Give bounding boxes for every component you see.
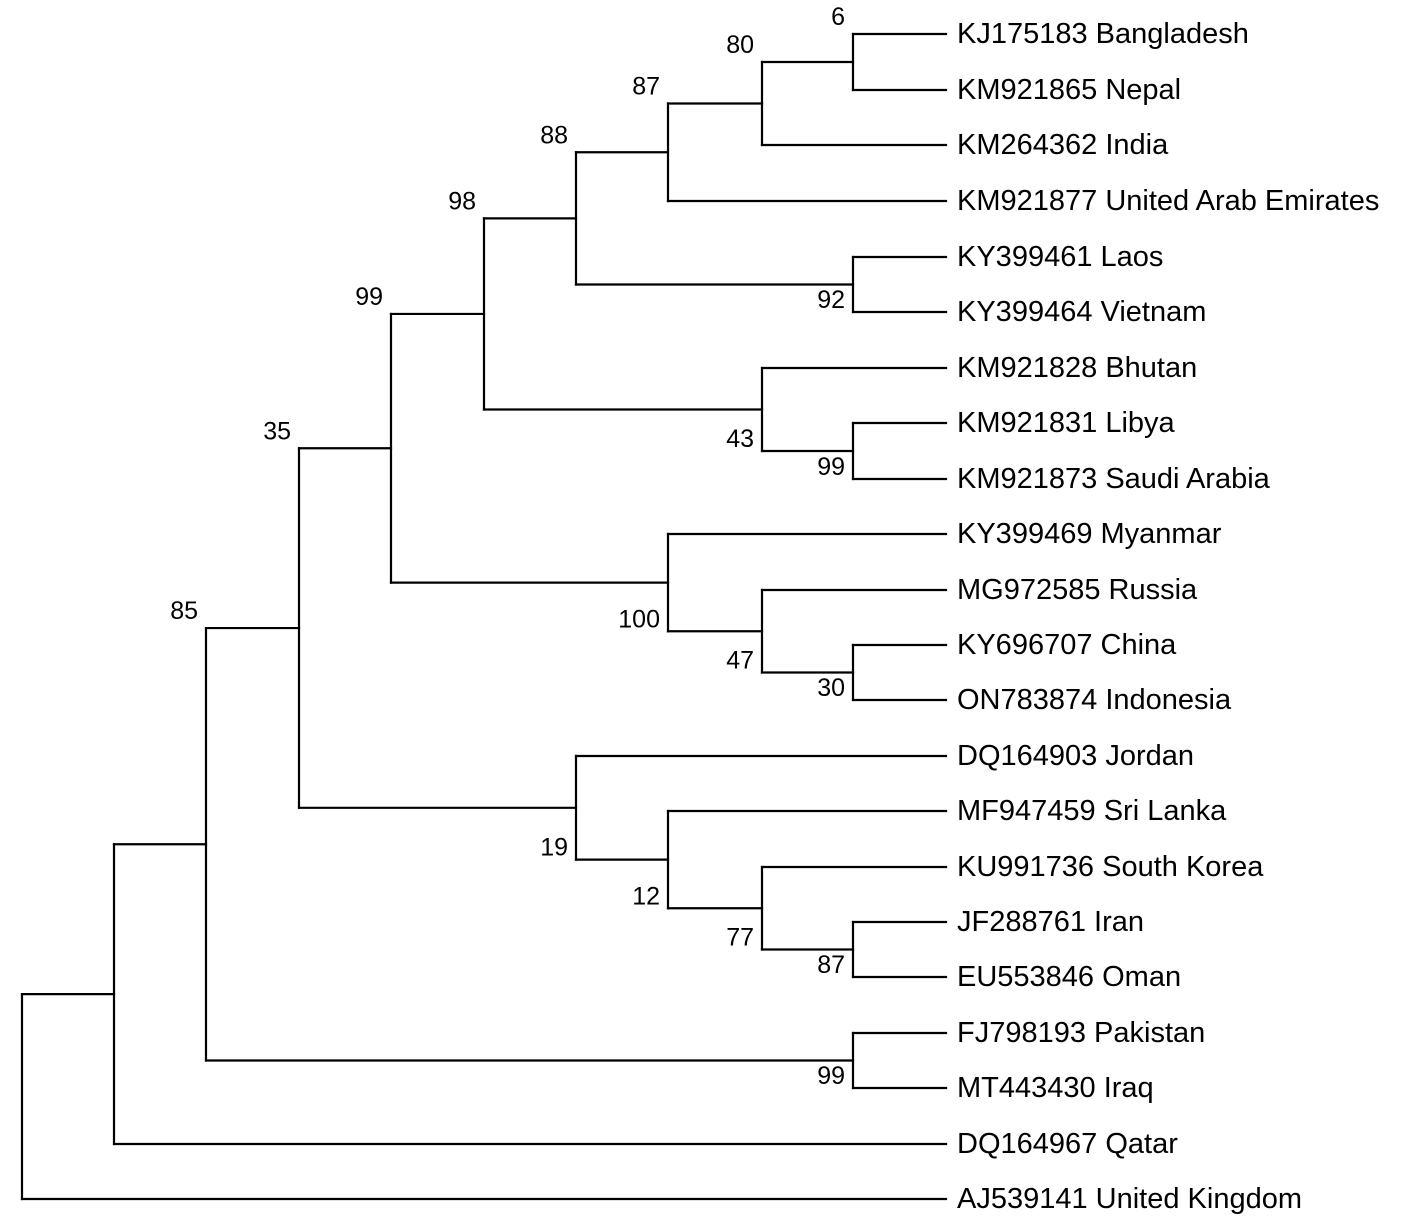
leaf-label-russia: MG972585 Russia [957, 574, 1198, 606]
leaf-label-libya: KM921831 Libya [957, 407, 1176, 439]
bootstrap-label-n-ingroup: 85 [170, 597, 198, 625]
bootstrap-label-n-myanmar-clade: 100 [618, 605, 660, 633]
bootstrap-label-n-core: 99 [355, 283, 383, 311]
bootstrap-label-n-south-asia-sea: 88 [540, 121, 568, 149]
bootstrap-label-n-bhutan-clade: 43 [726, 425, 754, 453]
tree-branches [20, 32, 948, 1201]
leaf-label-nepal: KM921865 Nepal [957, 74, 1181, 106]
bootstrap-label-n-asia-mena: 98 [448, 187, 476, 215]
bootstrap-label-n-srilanka-clade: 12 [632, 882, 660, 910]
leaf-label-oman: EU553846 Oman [957, 961, 1181, 993]
leaf-label-southkorea: KU991736 South Korea [957, 851, 1264, 883]
leaf-label-jordan: DQ164903 Jordan [957, 740, 1194, 772]
leaf-label-uk: AJ539141 United Kingdom [957, 1183, 1302, 1215]
bootstrap-label-n-libya-saudi: 99 [817, 453, 845, 481]
bootstrap-label-n-laos-vietnam: 92 [817, 286, 845, 314]
bootstrap-label-n-southkorea-clade: 77 [726, 924, 754, 952]
leaf-label-myanmar: KY399469 Myanmar [957, 518, 1222, 550]
bootstrap-label-n-china-indonesia: 30 [817, 674, 845, 702]
bootstrap-label-n-jordan-clade: 19 [540, 834, 568, 862]
leaf-label-india: KM264362 India [957, 129, 1169, 161]
leaf-label-qatar: DQ164967 Qatar [957, 1128, 1178, 1160]
leaf-label-srilanka: MF947459 Sri Lanka [957, 795, 1227, 827]
bootstrap-label-n-india-clade: 80 [726, 31, 754, 59]
leaf-label-china: KY696707 China [957, 629, 1177, 661]
bootstrap-labels: 6 80 87 92 88 99 43 98 30 47 100 99 87 77 12 19 35 99 85 [170, 3, 845, 1090]
bootstrap-label-n-big: 35 [263, 417, 291, 445]
leaf-label-laos: KY399461 Laos [957, 241, 1163, 273]
bootstrap-label-n-bangladesh-nepal: 6 [831, 3, 845, 31]
leaf-label-iraq: MT443430 Iraq [957, 1072, 1154, 1104]
leaf-label-saudi: KM921873 Saudi Arabia [957, 463, 1271, 495]
leaf-label-pakistan: FJ798193 Pakistan [957, 1017, 1205, 1049]
leaf-label-bhutan: KM921828 Bhutan [957, 352, 1197, 384]
leaf-label-indonesia: ON783874 Indonesia [957, 684, 1232, 716]
leaf-label-iran: JF288761 Iran [957, 906, 1144, 938]
bootstrap-label-n-uae-clade: 87 [632, 73, 660, 101]
bootstrap-label-n-iran-oman: 87 [817, 951, 845, 979]
leaf-label-vietnam: KY399464 Vietnam [957, 296, 1206, 328]
bootstrap-label-n-russia-clade: 47 [726, 647, 754, 675]
bootstrap-label-n-pakistan-iraq: 99 [817, 1062, 845, 1090]
leaf-label-bangladesh: KJ175183 Bangladesh [957, 18, 1249, 50]
leaf-label-uae: KM921877 United Arab Emirates [957, 185, 1379, 217]
